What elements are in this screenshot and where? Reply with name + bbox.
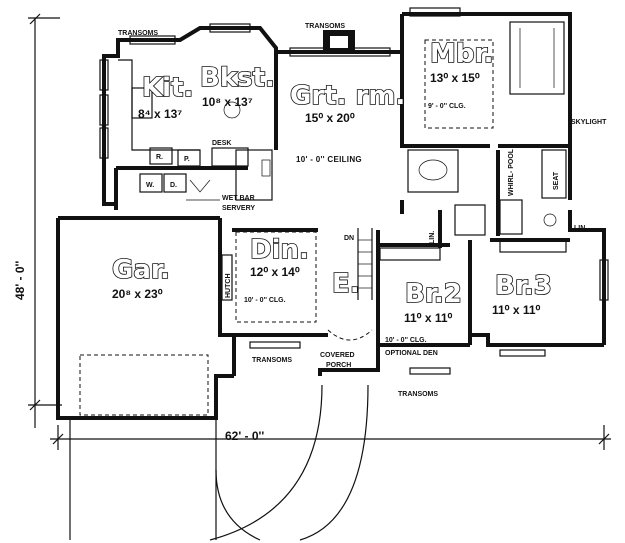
dining-note: 10' - 0'' CLG. (244, 297, 286, 304)
garage-door (79, 354, 209, 416)
garage-name: Gar. (112, 255, 170, 285)
bedroom-closets (379, 239, 567, 261)
bedroom2-note2: OPTIONAL DEN (385, 350, 438, 357)
skylight-label: SKYLIGHT (571, 119, 607, 126)
dining-ceiling-outline (235, 231, 317, 323)
depth-dimension-line (28, 13, 62, 428)
great-room-note: 10' - 0'' CEILING (296, 155, 362, 164)
kitchen-fixtures (118, 59, 249, 167)
fireplace (323, 30, 355, 52)
linen-hall-label: LIN. (429, 231, 436, 244)
linen-bath-label: LIN. (574, 225, 587, 232)
transoms-kitchen-label: TRANSOMS (118, 30, 158, 37)
width-dimension-line (50, 425, 611, 450)
garage-size: 20⁸ x 23⁰ (112, 287, 163, 301)
bedroom2-name: Br.2 (405, 279, 462, 309)
servery-label: SERVERY (222, 205, 255, 212)
hutch-label: HUTCH (225, 274, 232, 299)
whirlpool-label: WHIRL- POOL (508, 148, 515, 196)
breakfast-size: 10⁸ x 13⁷ (202, 95, 253, 109)
transoms-great-label: TRANSOMS (305, 23, 345, 30)
bath-fixtures (407, 149, 567, 236)
bedroom3-size: 11⁰ x 11⁰ (492, 303, 541, 317)
pantry-label: P. (184, 156, 190, 163)
width-dimension-label: 62' - 0'' (225, 429, 264, 443)
master-size: 13⁰ x 15⁰ (430, 71, 480, 85)
desk-label: DESK (212, 140, 231, 147)
washer-label: W. (146, 182, 154, 189)
kitchen-size: 8⁴ x 13⁷ (138, 107, 182, 121)
bedroom3-name: Br.3 (495, 271, 552, 301)
windows (99, 7, 609, 375)
kitchen-name: Kit. (142, 73, 193, 103)
hutch (221, 254, 233, 301)
laundry-fixtures (139, 173, 220, 201)
dining-name: Din. (250, 235, 309, 265)
stairs (357, 228, 373, 300)
transoms-br2-label: TRANSOMS (398, 391, 438, 398)
breakfast-name: Bkst. (200, 63, 275, 93)
driveway (69, 384, 369, 541)
great-room-size: 15⁰ x 20⁰ (305, 111, 355, 125)
entry-name: E. (332, 269, 360, 299)
depth-dimension-label: 48' - 0'' (13, 261, 27, 300)
dining-size: 12⁰ x 14⁰ (250, 265, 300, 279)
covered-porch-label-1: COVERED (320, 352, 355, 359)
porch-arc (327, 329, 373, 341)
seat-label: SEAT (553, 171, 560, 190)
bedroom2-size: 11⁰ x 11⁰ (404, 311, 453, 325)
ref-label: R. (156, 154, 163, 161)
wet-bar (235, 149, 273, 201)
transoms-dining-label: TRANSOMS (252, 357, 292, 364)
wet-bar-label: WET BAR (222, 195, 255, 202)
covered-porch-label-2: PORCH (326, 362, 351, 369)
master-name: Mbr. (430, 39, 493, 69)
dryer-label: D. (170, 182, 177, 189)
great-room-name: Grt. rm. (290, 81, 405, 111)
down-stairs-label: DN (344, 235, 354, 242)
master-note: 9' - 0'' CLG. (428, 103, 466, 110)
master-closet (424, 21, 565, 129)
bedroom2-note: 10' - 0'' CLG. (385, 337, 427, 344)
